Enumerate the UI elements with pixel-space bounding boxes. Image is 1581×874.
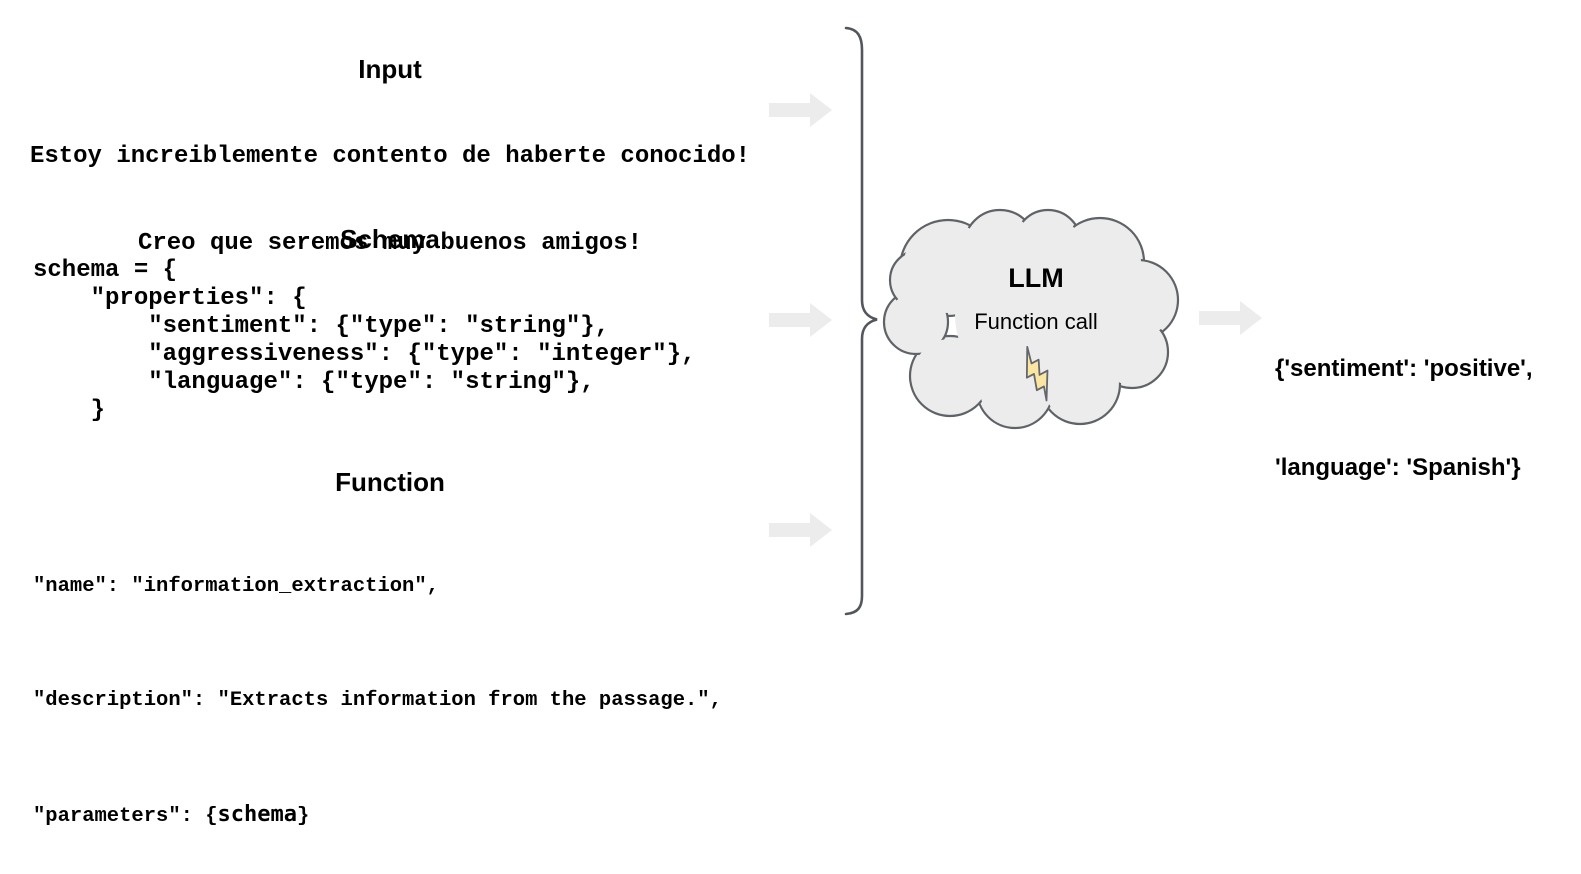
input-text-block: Estoy increiblemente contento de haberte… — [18, 84, 762, 287]
parameters-suffix: } — [297, 805, 310, 828]
diagram-canvas: { "sections": { "input": { "title": "Inp… — [18, 26, 1565, 828]
function-line-description: "description": "Extracts information fro… — [33, 689, 722, 712]
output-line: {'sentiment': 'positive', — [1275, 355, 1533, 382]
schema-section-title: Schema — [340, 224, 440, 254]
input-line: Creo que seremos muy buenos amigos! — [137, 230, 643, 257]
lightning-bolt-icon — [1025, 345, 1049, 402]
flow-arrows — [769, 93, 1262, 547]
schema-code-block: schema = { "properties": { "sentiment": … — [33, 257, 696, 424]
input-arrow — [769, 93, 832, 127]
output-line: 'language': 'Spanish'} — [1275, 454, 1521, 481]
input-section-title: Input — [358, 54, 422, 84]
function-line-parameters: "parameters": {schema} — [33, 796, 722, 836]
function-section-title: Function — [335, 467, 445, 497]
llm-function-call-label: Function call — [974, 309, 1098, 334]
output-result-block: {'sentiment': 'positive', 'language': 'S… — [1275, 286, 1565, 517]
function-code-block: "name": "information_extraction", "descr… — [33, 492, 722, 874]
function-line-name: "name": "information_extraction", — [33, 575, 439, 598]
input-line: Estoy increiblemente contento de haberte… — [29, 143, 751, 170]
llm-label: LLM — [1008, 263, 1064, 293]
output-arrow — [1199, 301, 1262, 335]
grouping-brace — [844, 26, 878, 616]
schema-arrow — [769, 303, 832, 337]
schema-variable-token: schema — [217, 802, 298, 827]
parameters-prefix: "parameters": { — [33, 805, 218, 828]
diagram-shapes — [769, 26, 1262, 616]
function-arrow — [769, 513, 832, 547]
